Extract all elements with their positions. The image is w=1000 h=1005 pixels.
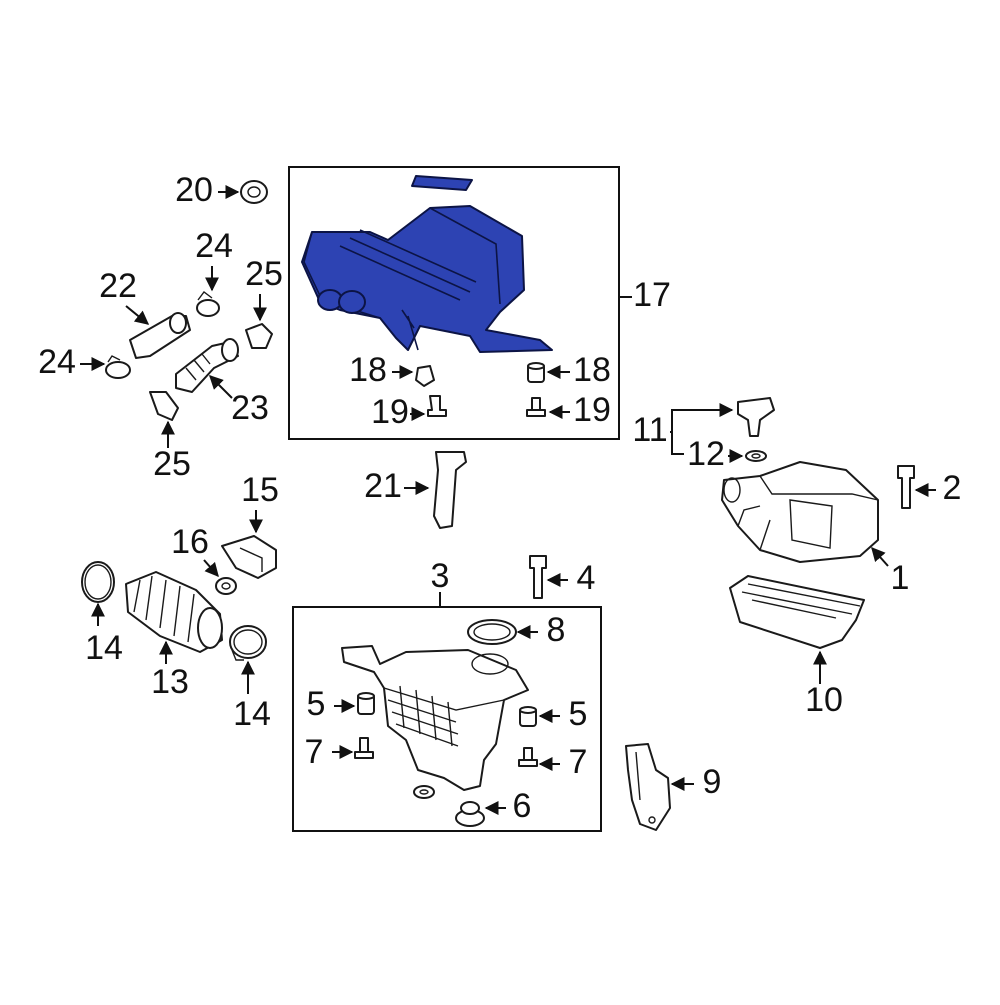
callout-1: 1 [891, 559, 910, 597]
bolt-19-right[interactable] [526, 397, 546, 417]
air-cleaner-cover-1[interactable] [721, 461, 879, 563]
hose-clamp-14-left[interactable] [81, 561, 115, 603]
hose-23[interactable] [175, 338, 239, 393]
callout-19-right: 19 [573, 391, 611, 429]
callout-16: 16 [171, 523, 209, 561]
callout-7-right: 7 [569, 743, 588, 781]
leader-16 [203, 559, 219, 578]
callout-22: 22 [99, 267, 137, 305]
intake-tube-13[interactable] [125, 571, 223, 653]
upper-air-cleaner-housing[interactable] [301, 175, 553, 353]
leader-1 [871, 546, 889, 567]
callout-11: 11 [632, 411, 667, 449]
callout-18-right: 18 [573, 351, 611, 389]
intake-duct-22[interactable] [129, 312, 191, 359]
bolt-7-left[interactable] [354, 737, 374, 759]
callout-24-top: 24 [195, 227, 233, 265]
bolt-19-left[interactable] [427, 395, 447, 417]
bushing-5-left[interactable] [357, 692, 375, 715]
callout-5-right: 5 [569, 695, 588, 733]
hose-clamp-24-left[interactable] [105, 355, 131, 379]
resonator-15[interactable] [221, 535, 277, 579]
callout-18-left: 18 [349, 351, 387, 389]
washer[interactable] [413, 785, 435, 799]
callout-14-right: 14 [233, 695, 271, 733]
bolt-4[interactable] [529, 555, 547, 599]
callout-25-top: 25 [245, 255, 283, 293]
callout-9: 9 [703, 763, 722, 801]
callout-20: 20 [175, 171, 213, 209]
leader-22 [125, 305, 150, 325]
bracket-21[interactable] [433, 451, 467, 529]
callout-19-left: 19 [371, 393, 409, 431]
leader-23 [209, 375, 233, 399]
callout-7-left: 7 [305, 733, 324, 771]
callout-25-bottom: 25 [153, 445, 191, 483]
clip-25-bottom[interactable] [149, 391, 179, 421]
bolt-2[interactable] [897, 465, 915, 509]
callout-8: 8 [547, 611, 566, 649]
bracket-9[interactable] [625, 743, 671, 831]
callout-2: 2 [943, 469, 962, 507]
callout-13: 13 [151, 663, 189, 701]
air-filter-element-10[interactable] [729, 575, 865, 649]
grommet-20[interactable] [240, 180, 268, 204]
upper-housing-group-box [288, 166, 620, 440]
bushing-18-right[interactable] [527, 362, 545, 383]
callout-6: 6 [513, 787, 532, 825]
clip-25-top[interactable] [245, 323, 273, 349]
leader-11 [670, 403, 734, 433]
bushing-18-left[interactable] [415, 365, 435, 387]
callout-17: 17 [633, 276, 671, 314]
callout-10: 10 [805, 681, 843, 719]
airflow-sensor-11[interactable] [737, 397, 775, 437]
callout-14-left: 14 [85, 629, 123, 667]
o-ring-12[interactable] [745, 450, 767, 462]
callout-5-left: 5 [307, 685, 326, 723]
clamp-16[interactable] [215, 577, 237, 595]
callout-21: 21 [364, 467, 402, 505]
seal-8[interactable] [467, 619, 517, 645]
leader-11-lower [671, 432, 684, 455]
bushing-5-right[interactable] [519, 706, 537, 727]
hose-clamp-24-top[interactable] [196, 291, 220, 317]
callout-23: 23 [231, 389, 269, 427]
callout-12: 12 [687, 435, 725, 473]
callout-15: 15 [241, 471, 279, 509]
hose-clamp-14-right[interactable] [229, 625, 267, 661]
grommet-6[interactable] [455, 801, 485, 827]
lower-air-cleaner-case-3[interactable] [341, 645, 529, 791]
callout-24-left: 24 [38, 343, 76, 381]
callout-4: 4 [577, 559, 596, 597]
bolt-7-right[interactable] [518, 747, 538, 767]
callout-3: 3 [431, 557, 450, 595]
lower-housing-group-box [292, 606, 602, 832]
